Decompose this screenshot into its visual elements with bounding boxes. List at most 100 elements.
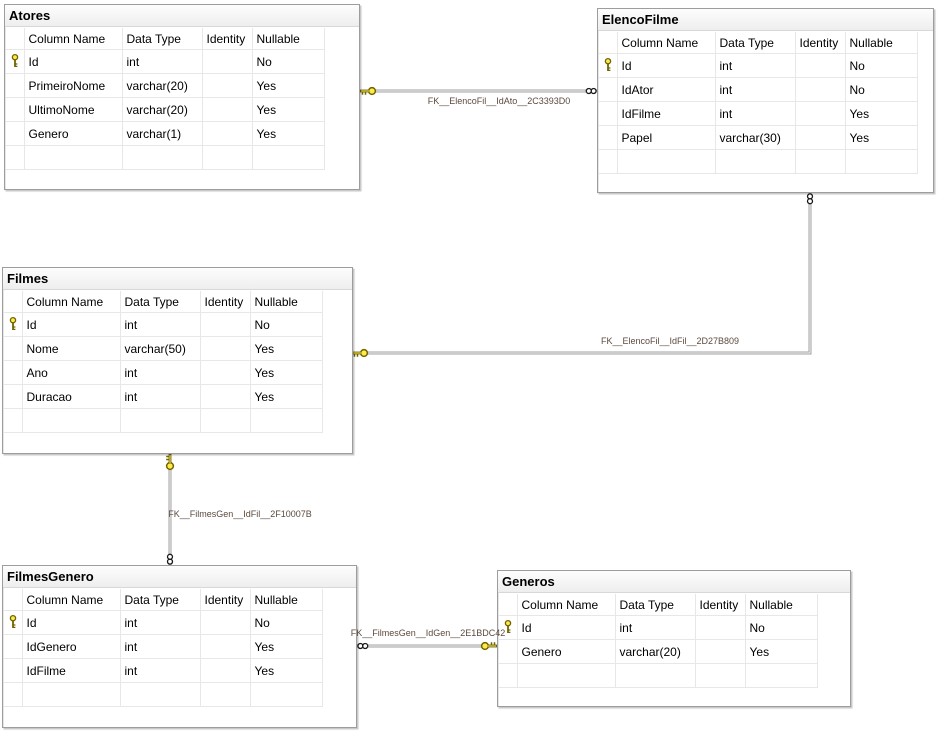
table-title[interactable]: Generos: [498, 571, 850, 593]
row-selector-cell[interactable]: [599, 101, 618, 126]
type-cell: [120, 408, 201, 433]
nullable-cell: No: [250, 312, 323, 337]
row-selector-cell[interactable]: [4, 408, 23, 433]
primary-key-cell[interactable]: [6, 49, 25, 74]
primary-key-cell[interactable]: [4, 610, 23, 635]
column-row[interactable]: [599, 149, 918, 174]
name-cell: Genero: [24, 121, 123, 146]
identity-cell: [695, 663, 746, 688]
type-cell: int: [715, 53, 796, 78]
name-cell: IdAtor: [617, 77, 716, 102]
nullable-cell: [252, 145, 325, 170]
identity-cell: [795, 77, 846, 102]
row-selector-cell[interactable]: [6, 97, 25, 122]
relationship-line[interactable]: [357, 641, 497, 651]
type-cell: int: [122, 49, 203, 74]
relationship-line[interactable]: [165, 454, 175, 565]
row-selector-cell[interactable]: [6, 145, 25, 170]
identity-cell: [695, 639, 746, 664]
row-selector-header: [4, 291, 23, 313]
row-selector-cell[interactable]: [499, 663, 518, 688]
nullable-cell: Yes: [252, 121, 325, 146]
primary-key-cell[interactable]: [599, 53, 618, 78]
identity-cell: [795, 125, 846, 150]
column-row[interactable]: [6, 145, 325, 170]
row-selector-cell[interactable]: [599, 125, 618, 150]
type-cell: varchar(50): [120, 336, 201, 361]
name-cell: Id: [517, 615, 616, 640]
table-title[interactable]: Filmes: [3, 268, 352, 290]
relationship-label: FK__ElencoFil__IdFil__2D27B809: [600, 336, 740, 346]
table-title[interactable]: FilmesGenero: [3, 566, 356, 588]
column-header: Column Name: [517, 594, 616, 616]
primary-key-icon: [11, 53, 18, 67]
column-row[interactable]: [499, 663, 818, 688]
row-selector-cell[interactable]: [499, 639, 518, 664]
nullable-cell: No: [250, 610, 323, 635]
primary-key-cell[interactable]: [4, 312, 23, 337]
column-header: Data Type: [615, 594, 696, 616]
row-selector-cell[interactable]: [6, 121, 25, 146]
row-selector-cell[interactable]: [4, 634, 23, 659]
type-cell: varchar(20): [615, 639, 696, 664]
relationship-line[interactable]: [352, 193, 814, 358]
type-cell: [120, 682, 201, 707]
row-selector-cell[interactable]: [4, 336, 23, 361]
column-row[interactable]: [4, 408, 323, 433]
row-selector-cell[interactable]: [599, 149, 618, 174]
nullable-cell: Yes: [845, 125, 918, 150]
row-selector-cell[interactable]: [4, 682, 23, 707]
row-selector-cell[interactable]: [6, 73, 25, 98]
column-header: Identity: [695, 594, 746, 616]
relationship-line[interactable]: [360, 86, 597, 96]
table-title[interactable]: ElencoFilme: [598, 9, 933, 31]
identity-cell: [200, 634, 251, 659]
column-header: Data Type: [122, 28, 203, 50]
identity-cell: [200, 408, 251, 433]
type-cell: varchar(20): [122, 97, 203, 122]
row-selector-cell[interactable]: [4, 360, 23, 385]
column-header: Nullable: [252, 28, 325, 50]
column-header: Column Name: [22, 291, 121, 313]
row-selector-cell[interactable]: [4, 384, 23, 409]
primary-key-icon: [9, 614, 16, 628]
primary-key-cell[interactable]: [499, 615, 518, 640]
column-row[interactable]: [4, 682, 323, 707]
row-selector-cell[interactable]: [4, 658, 23, 683]
identity-cell: [200, 360, 251, 385]
table-title[interactable]: Atores: [5, 5, 359, 27]
column-header: Identity: [202, 28, 253, 50]
row-selector-cell[interactable]: [599, 77, 618, 102]
name-cell: [617, 149, 716, 174]
